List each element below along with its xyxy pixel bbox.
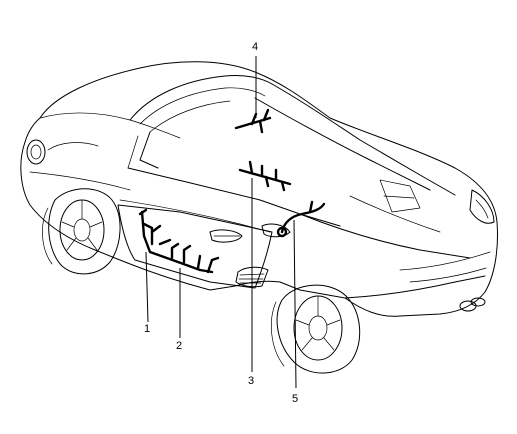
leader-lines [145, 56, 297, 389]
callout-3: 3 [248, 375, 254, 387]
rear-wheel [42, 188, 121, 275]
front-harness [276, 200, 326, 238]
door-panel [117, 204, 273, 289]
callout-2: 2 [176, 340, 182, 352]
rear-light [26, 139, 46, 165]
center-harness [238, 160, 292, 192]
callout-labels: 1 2 3 4 5 [144, 41, 298, 405]
side-mirror [261, 223, 291, 238]
door-sill-harness [138, 208, 220, 274]
headlight [469, 189, 495, 224]
front-wheel [271, 284, 361, 374]
leader-5 [293, 219, 297, 389]
door-handle [209, 229, 243, 243]
callout-4: 4 [252, 41, 258, 53]
leader-1 [145, 251, 149, 323]
callout-1: 1 [144, 323, 150, 335]
callout-5: 5 [292, 393, 298, 405]
rear-harness [234, 108, 272, 134]
car-body [20, 61, 498, 317]
front-vent [379, 179, 421, 213]
